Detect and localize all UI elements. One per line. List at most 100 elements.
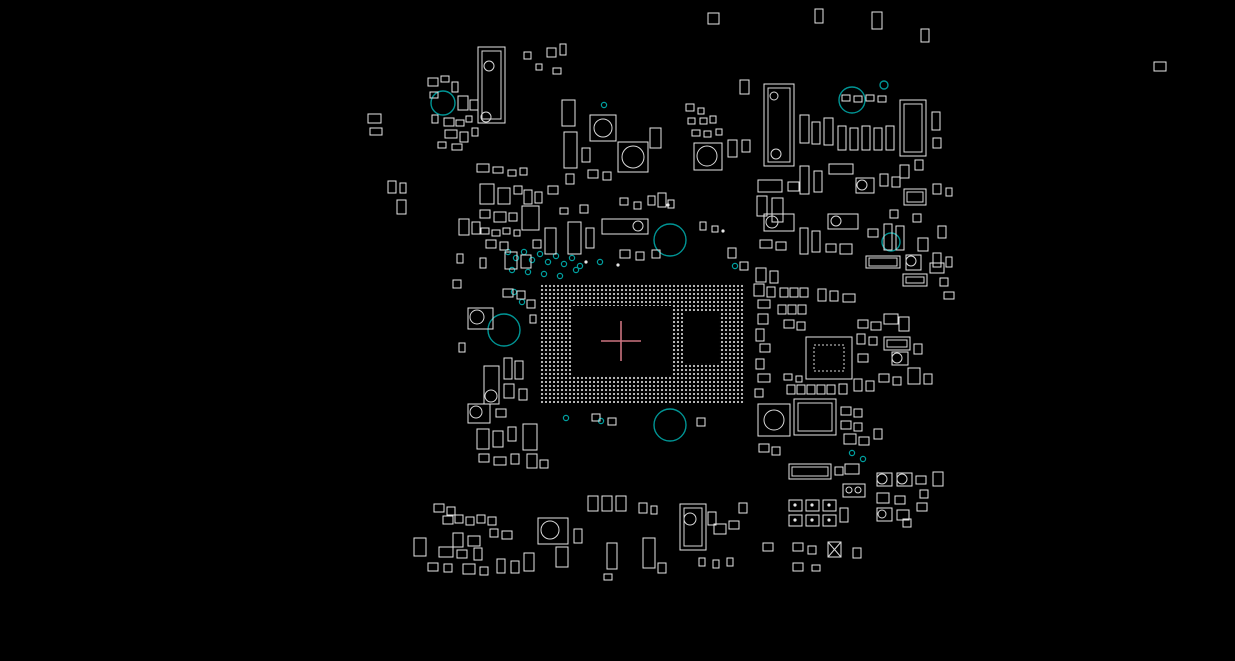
component-outline[interactable] [883,313,899,325]
component-outline[interactable] [842,483,866,498]
component-outline[interactable] [839,243,853,255]
component-outline[interactable] [427,562,439,572]
component-outline[interactable] [535,63,543,71]
component-outline[interactable] [915,475,927,485]
component-outline[interactable] [937,225,947,239]
x-box-outline[interactable] [827,541,842,558]
component-outline[interactable] [917,237,929,252]
component-outline[interactable] [792,542,804,552]
component-outline[interactable] [799,165,810,195]
component-outline[interactable] [539,459,549,469]
component-outline[interactable] [894,495,906,505]
component-outline[interactable] [932,471,944,487]
component-outline[interactable] [827,213,859,230]
component-outline[interactable] [559,43,567,56]
component-outline[interactable] [853,95,863,103]
component-outline[interactable] [561,99,576,127]
component-outline[interactable] [711,225,719,233]
component-outline[interactable] [787,304,797,315]
component-outline[interactable] [459,131,469,143]
component-outline[interactable] [601,218,649,235]
component-outline[interactable] [510,453,520,465]
component-outline[interactable] [865,255,901,269]
component-outline[interactable] [799,114,810,144]
component-outline[interactable] [438,546,454,558]
component-outline[interactable] [587,169,599,179]
component-outline[interactable] [873,127,883,151]
component-outline[interactable] [727,139,738,158]
component-outline[interactable] [825,243,837,253]
component-outline[interactable] [867,228,879,238]
component-outline[interactable] [837,125,847,151]
component-outline[interactable] [477,46,506,124]
component-outline[interactable] [433,503,445,513]
component-outline[interactable] [912,213,922,223]
component-outline[interactable] [685,103,695,112]
component-outline[interactable] [698,557,706,567]
component-outline[interactable] [787,181,800,192]
component-outline[interactable] [607,417,617,426]
component-outline[interactable] [766,286,776,298]
component-outline[interactable] [514,360,524,380]
component-outline[interactable] [712,559,720,569]
component-outline[interactable] [478,453,490,463]
component-outline[interactable] [913,343,923,355]
component-outline[interactable] [796,321,806,331]
component-outline[interactable] [788,463,832,480]
component-outline[interactable] [440,75,450,83]
component-outline[interactable] [467,403,491,424]
component-outline[interactable] [828,163,854,175]
component-outline[interactable] [446,506,456,516]
component-outline[interactable] [871,11,883,30]
component-outline[interactable] [455,119,465,127]
component-outline[interactable] [367,113,382,124]
component-outline[interactable] [907,367,921,385]
component-outline[interactable] [617,141,649,173]
component-outline[interactable] [829,290,839,302]
component-outline[interactable] [462,563,476,575]
component-outline[interactable] [758,443,770,453]
component-outline[interactable] [510,560,520,574]
component-outline[interactable] [920,28,930,43]
component-outline[interactable] [452,532,464,548]
component-outline[interactable] [479,183,495,205]
component-outline[interactable] [387,180,397,194]
component-outline[interactable] [532,239,542,249]
component-outline[interactable] [849,127,859,151]
component-outline[interactable] [739,79,750,95]
component-outline[interactable] [856,333,866,345]
component-outline[interactable] [635,251,645,261]
component-outline[interactable] [883,223,893,251]
component-outline[interactable] [858,436,870,446]
component-outline[interactable] [479,209,491,219]
component-outline[interactable] [902,518,912,528]
component-outline[interactable] [399,182,407,194]
component-outline[interactable] [513,229,521,237]
component-outline[interactable] [456,549,468,559]
component-outline[interactable] [487,516,497,526]
component-outline[interactable] [476,163,490,173]
component-outline[interactable] [457,95,469,111]
component-outline[interactable] [465,115,473,123]
component-outline[interactable] [534,191,543,204]
component-outline[interactable] [491,229,501,237]
component-outline[interactable] [899,164,910,179]
component-outline[interactable] [855,177,875,194]
component-outline[interactable] [786,384,796,395]
component-outline[interactable] [898,316,910,332]
component-outline[interactable] [793,398,837,436]
component-outline[interactable] [492,166,504,174]
component-outline[interactable] [715,128,723,136]
component-outline[interactable] [496,558,506,574]
component-outline[interactable] [799,227,809,255]
component-outline[interactable] [932,183,942,195]
component-outline[interactable] [759,239,773,249]
component-outline[interactable] [429,91,439,99]
component-outline[interactable] [755,358,765,370]
component-outline[interactable] [589,114,617,142]
component-outline[interactable] [469,99,479,111]
component-outline[interactable] [796,384,806,395]
component-outline[interactable] [878,373,890,383]
component-outline[interactable] [443,117,455,127]
component-outline[interactable] [657,192,667,208]
